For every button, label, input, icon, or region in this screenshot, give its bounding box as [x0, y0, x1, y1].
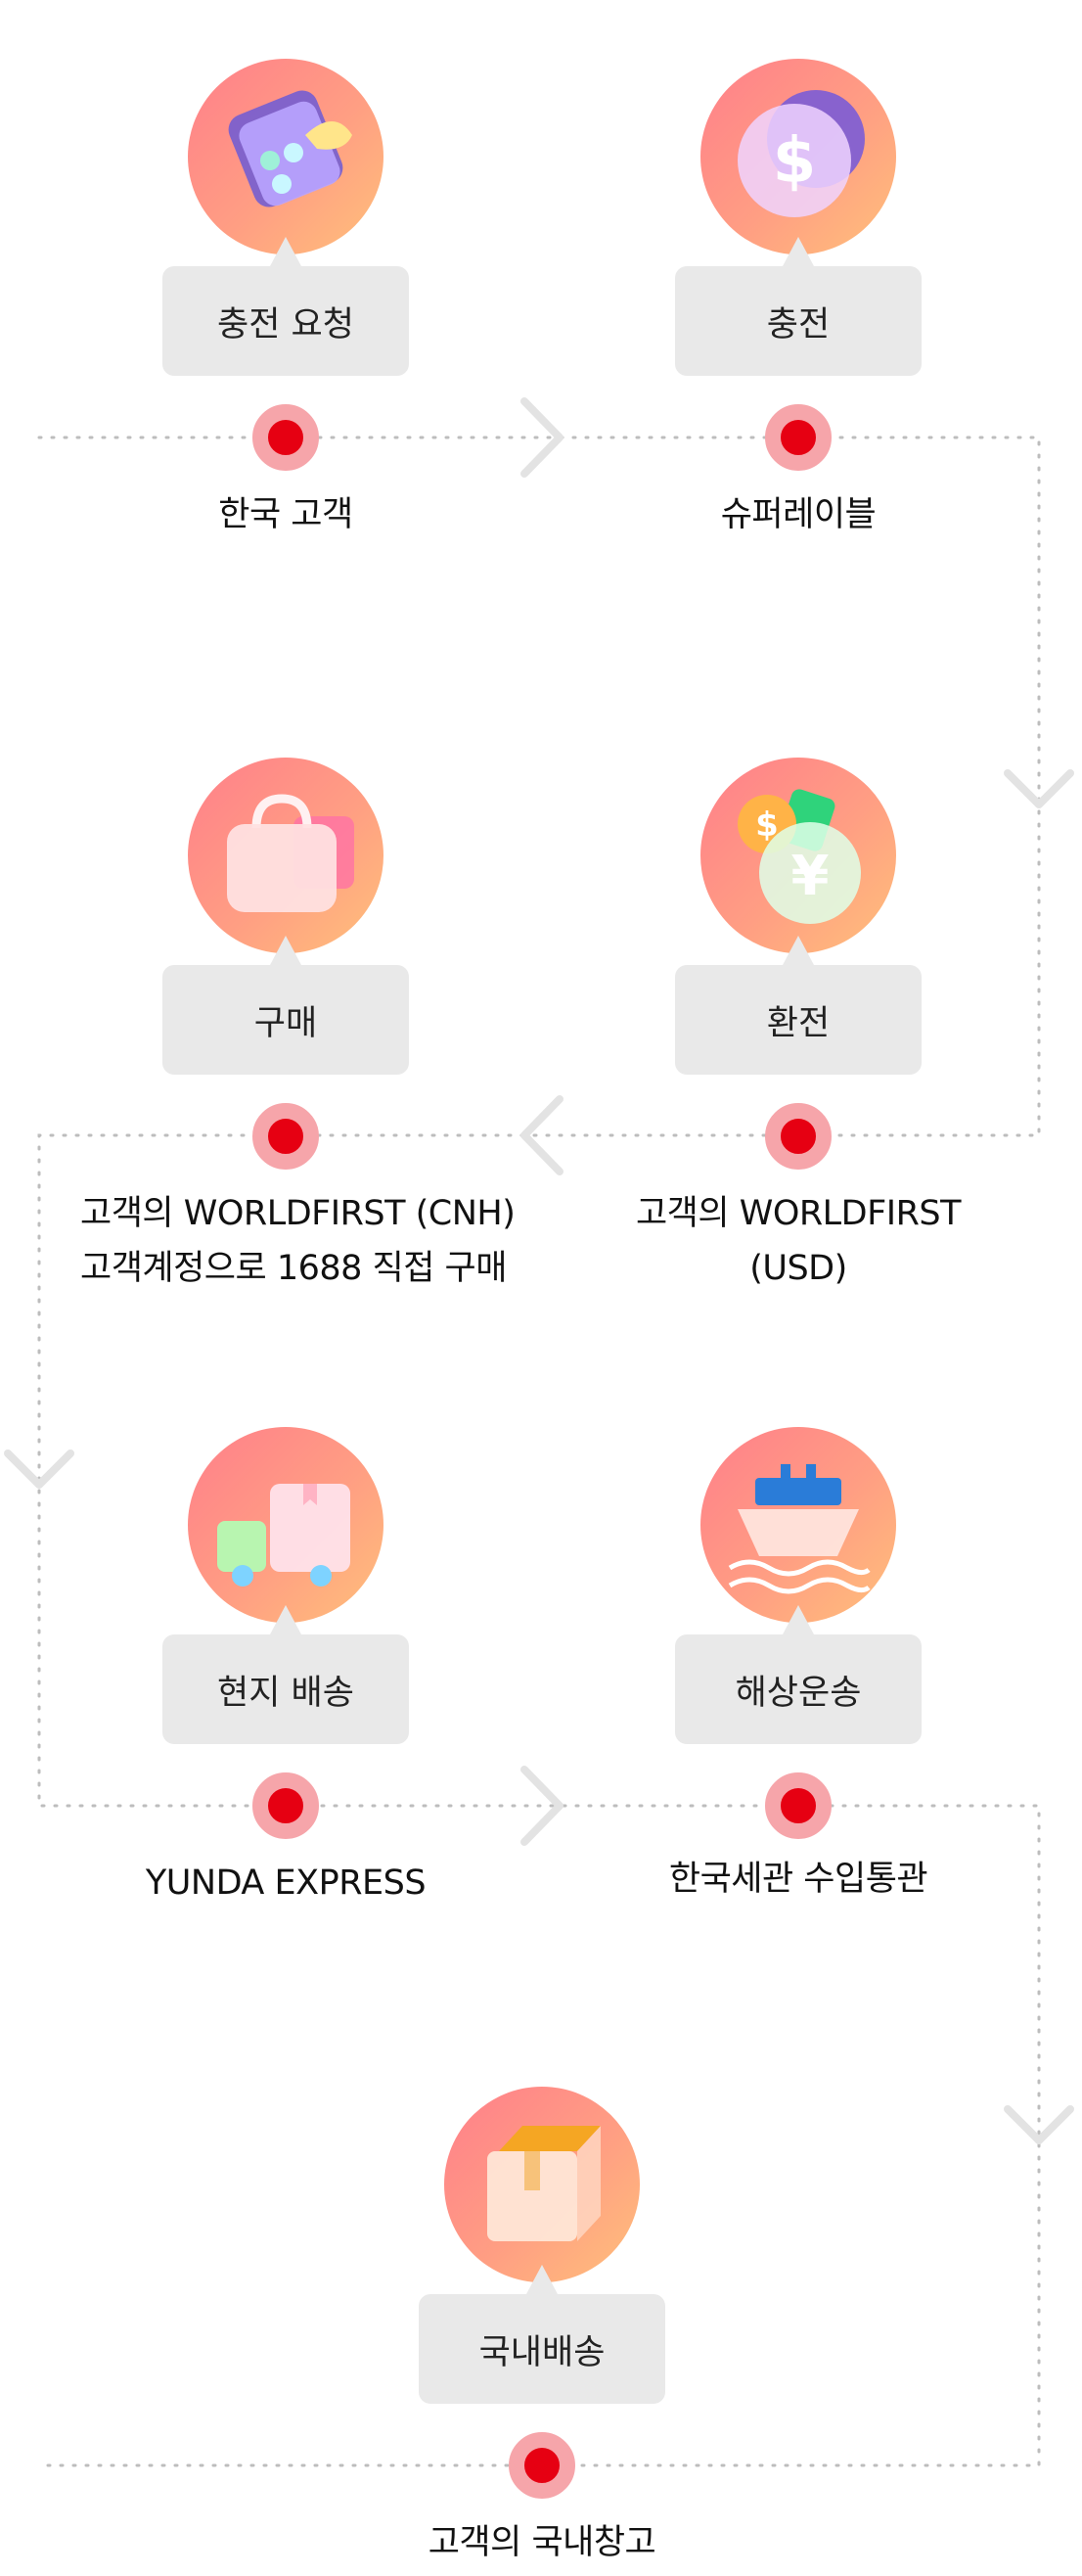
- node-dot: [252, 1103, 319, 1170]
- step-charge: $ 충전 슈퍼레이블: [652, 0, 945, 548]
- label-pointer: [783, 936, 814, 965]
- step-sea-freight: 해상운송 한국세관 수입통관: [652, 1368, 945, 1916]
- caption-line: (USD): [749, 1249, 847, 1288]
- node-dot: [252, 404, 319, 471]
- node-dot: [765, 404, 832, 471]
- node-dot: [765, 1772, 832, 1839]
- dollar-coin-icon: $: [700, 59, 896, 254]
- wallet-card-icon: [188, 59, 383, 254]
- delivery-truck-icon: [188, 1427, 383, 1623]
- step-caption: YUNDA EXPRESS: [80, 1856, 491, 1910]
- step-caption: 고객의 WORLDFIRST (USD): [593, 1186, 1004, 1296]
- label-pointer: [783, 1605, 814, 1634]
- step-label: 충전: [675, 266, 922, 376]
- step-domestic-delivery: 국내배송 고객의 국내창고: [395, 2028, 689, 2576]
- caption-line: 고객의 WORLDFIRST (CNH): [80, 1194, 516, 1233]
- node-dot: [765, 1103, 832, 1170]
- step-local-delivery: 현지 배송 YUNDA EXPRESS: [139, 1368, 432, 1916]
- step-charge-request: 충전 요청 한국 고객: [139, 0, 432, 548]
- caption-line: 슈퍼레이블: [720, 495, 877, 534]
- caption-line: 고객의 국내창고: [428, 2523, 656, 2562]
- step-caption: 고객의 국내창고: [337, 2515, 747, 2570]
- step-purchase: 구매 고객의 WORLDFIRST (CNH) 고객계정으로 1688 직접 구…: [80, 699, 516, 1288]
- step-label: 국내배송: [419, 2294, 665, 2404]
- step-label: 해상운송: [675, 1634, 922, 1744]
- svg-text:$: $: [755, 805, 779, 845]
- caption-line: 한국 고객: [218, 495, 353, 534]
- label-pointer: [270, 1605, 301, 1634]
- cargo-ship-icon: [700, 1427, 896, 1623]
- label-pointer: [526, 2265, 558, 2294]
- step-caption: 슈퍼레이블: [593, 487, 1004, 542]
- step-label: 현지 배송: [162, 1634, 409, 1744]
- caption-line: 고객의 WORLDFIRST: [635, 1194, 962, 1233]
- chevron-left-icon: [520, 1095, 564, 1175]
- chevron-down-icon: [1004, 2105, 1074, 2144]
- chevron-right-icon: [520, 1766, 564, 1846]
- step-label: 충전 요청: [162, 266, 409, 376]
- currency-exchange-icon: $ ¥: [700, 758, 896, 953]
- step-caption: 한국 고객: [80, 487, 491, 542]
- svg-text:¥: ¥: [791, 845, 830, 908]
- label-pointer: [270, 936, 301, 965]
- node-dot: [252, 1772, 319, 1839]
- step-exchange: $ ¥ 환전 고객의 WORLDFIRST (USD): [636, 699, 962, 1288]
- caption-line: 한국세관 수입통관: [668, 1860, 928, 1899]
- package-box-icon: [444, 2087, 640, 2282]
- caption-line: 고객계정으로 1688 직접 구매: [80, 1249, 507, 1288]
- step-label: 환전: [675, 965, 922, 1075]
- step-label: 구매: [162, 965, 409, 1075]
- step-caption: 고객의 WORLDFIRST (CNH) 고객계정으로 1688 직접 구매: [80, 1186, 516, 1296]
- chevron-down-icon: [1004, 769, 1074, 808]
- svg-text:$: $: [773, 125, 817, 198]
- chevron-right-icon: [520, 397, 564, 478]
- shopping-bag-icon: [188, 758, 383, 953]
- caption-line: YUNDA EXPRESS: [145, 1863, 427, 1903]
- label-pointer: [270, 237, 301, 266]
- chevron-down-icon: [4, 1449, 74, 1489]
- step-caption: 한국세관 수입통관: [593, 1852, 1004, 1907]
- label-pointer: [783, 237, 814, 266]
- node-dot: [509, 2432, 575, 2499]
